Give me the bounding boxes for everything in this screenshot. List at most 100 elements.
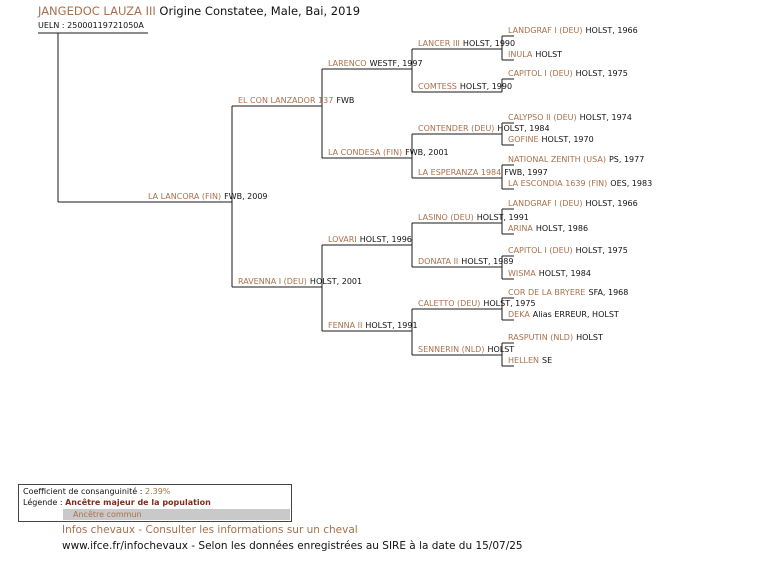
common-ancestor-swatch: Ancêtre commun xyxy=(63,509,290,520)
horse-name-link[interactable]: LANDGRAF I (DEU) xyxy=(508,26,583,35)
horse-name-link[interactable]: RAVENNA I (DEU) xyxy=(238,277,307,286)
horse-info: HOLST, 1984 xyxy=(497,124,550,133)
horse-name-link[interactable]: DONATA II xyxy=(418,257,459,266)
horse-name-link[interactable]: CAPITOL I (DEU) xyxy=(508,69,573,78)
infos-chevaux-link[interactable]: Infos chevaux - Consulter les informatio… xyxy=(62,524,358,536)
pedigree-node: CONTENDER (DEU)HOLST, 1984 xyxy=(418,124,550,134)
horse-info: HOLST, 1966 xyxy=(585,26,638,35)
consanguinity-row: Coefficient de consanguinité : 2.39% xyxy=(23,487,170,496)
horse-info: HOLST, 1975 xyxy=(575,246,628,255)
horse-name-link[interactable]: CALYPSO II (DEU) xyxy=(508,113,577,122)
horse-info: Alias ERREUR, HOLST xyxy=(532,310,619,319)
horse-info: WESTF, 1997 xyxy=(369,59,423,68)
horse-name-link[interactable]: NATIONAL ZENITH (USA) xyxy=(508,155,606,164)
horse-info: HOLST, 1990 xyxy=(462,39,516,48)
horse-info: HOLST, 1974 xyxy=(579,113,632,122)
pedigree-node: LA ESCONDIA 1639 (FIN)OES, 1983 xyxy=(508,179,652,189)
horse-info: HOLST, 1996 xyxy=(359,235,412,244)
horse-info: HOLST, 1975 xyxy=(575,69,628,78)
horse-info: HOLST, 1986 xyxy=(535,224,589,233)
pedigree-node: LANDGRAF I (DEU)HOLST, 1966 xyxy=(508,26,638,36)
horse-name-link[interactable]: LASINO (DEU) xyxy=(418,213,474,222)
horse-name-link[interactable]: CAPITOL I (DEU) xyxy=(508,246,573,255)
horse-name-link[interactable]: RASPUTIN (NLD) xyxy=(508,333,574,342)
ueln-value: 25000119721050A xyxy=(67,21,144,30)
pedigree-node: RAVENNA I (DEU)HOLST, 2001 xyxy=(238,277,362,287)
horse-name-link[interactable]: GOFINE xyxy=(508,135,539,144)
horse-info: HOLST, 2001 xyxy=(309,277,363,286)
ueln-line: UELN : 25000119721050A xyxy=(38,21,144,30)
pedigree-node: RASPUTIN (NLD)HOLST xyxy=(508,333,603,343)
horse-info: HOLST, 1984 xyxy=(538,269,591,278)
horse-name-link[interactable]: CONTENDER (DEU) xyxy=(418,124,495,133)
horse-name-link[interactable]: WISMA xyxy=(508,269,536,278)
horse-info: HOLST, 1991 xyxy=(476,213,529,222)
horse-name-link[interactable]: ARINA xyxy=(508,224,533,233)
pedigree-node: SENNERIN (NLD)HOLST xyxy=(418,345,514,355)
pedigree-node: CALETTO (DEU)HOLST, 1975 xyxy=(418,299,536,309)
horse-info: HOLST, 1975 xyxy=(483,299,536,308)
legend-row: Légende : Ancêtre majeur de la populatio… xyxy=(23,498,211,507)
horse-info: PS, 1977 xyxy=(608,155,645,164)
ueln-label: UELN : xyxy=(38,21,68,30)
horse-info: OES, 1983 xyxy=(610,179,653,188)
pedigree-node: CAPITOL I (DEU)HOLST, 1975 xyxy=(508,69,628,79)
sire-data-note: www.ifce.fr/infochevaux - Selon les donn… xyxy=(62,540,523,552)
legend-box: Coefficient de consanguinité : 2.39% Lég… xyxy=(18,484,292,522)
horse-name-link[interactable]: EL CON LANZADOR 137 xyxy=(238,96,334,105)
pedigree-node: CALYPSO II (DEU)HOLST, 1974 xyxy=(508,113,632,123)
horse-name-link[interactable]: INULA xyxy=(508,50,533,59)
consanguinity-value: 2.39% xyxy=(144,487,171,496)
horse-name-link[interactable]: SENNERIN (NLD) xyxy=(418,345,485,354)
horse-name-link[interactable]: LANCER III xyxy=(418,39,460,48)
horse-info: HOLST xyxy=(535,50,563,59)
horse-name-link[interactable]: LA ESPERANZA 1984 xyxy=(418,168,502,177)
pedigree-node: LASINO (DEU)HOLST, 1991 xyxy=(418,213,529,223)
legend-label: Légende : xyxy=(23,498,66,507)
horse-info: HOLST, 1970 xyxy=(541,135,594,144)
horse-name-link[interactable]: CALETTO (DEU) xyxy=(418,299,481,308)
consanguinity-label: Coefficient de consanguinité : xyxy=(23,487,145,496)
horse-name-link[interactable]: COR DE LA BRYERE xyxy=(508,288,586,297)
pedigree-node: NATIONAL ZENITH (USA)PS, 1977 xyxy=(508,155,644,165)
pedigree-node: LA LANCORA (FIN)FWB, 2009 xyxy=(148,192,268,202)
major-ancestor-label: Ancêtre majeur de la population xyxy=(65,498,211,507)
horse-name-link[interactable]: LARENCO xyxy=(328,59,367,68)
horse-name-link[interactable]: FENNA II xyxy=(328,321,363,330)
horse-name-link[interactable]: LA LANCORA (FIN) xyxy=(148,192,222,201)
horse-name-link[interactable]: HELLEN xyxy=(508,356,540,365)
horse-info: FWB, 2009 xyxy=(224,192,268,201)
horse-info: HOLST xyxy=(487,345,515,354)
horse-name-link[interactable]: LA ESCONDIA 1639 (FIN) xyxy=(508,179,608,188)
horse-info: SFA, 1968 xyxy=(588,288,629,297)
horse-info: HOLST xyxy=(576,333,603,342)
horse-name-link[interactable]: LOVARI xyxy=(328,235,357,244)
horse-name-link[interactable]: LANDGRAF I (DEU) xyxy=(508,199,583,208)
horse-info: SE xyxy=(542,356,553,365)
horse-name-link[interactable]: DEKA xyxy=(508,310,530,319)
horse-info: HOLST, 1966 xyxy=(585,199,638,208)
subject-horse-name: JANGEDOC LAUZA III xyxy=(38,4,156,18)
pedigree-node: CAPITOL I (DEU)HOLST, 1975 xyxy=(508,246,628,256)
horse-info: FWB, 1997 xyxy=(504,168,548,177)
horse-name-link[interactable]: LA CONDESA (FIN) xyxy=(328,148,403,157)
page-title: JANGEDOC LAUZA III Origine Constatee, Ma… xyxy=(38,4,360,18)
horse-info: HOLST, 1991 xyxy=(365,321,418,330)
horse-name-link[interactable]: COMTESS xyxy=(418,82,457,91)
